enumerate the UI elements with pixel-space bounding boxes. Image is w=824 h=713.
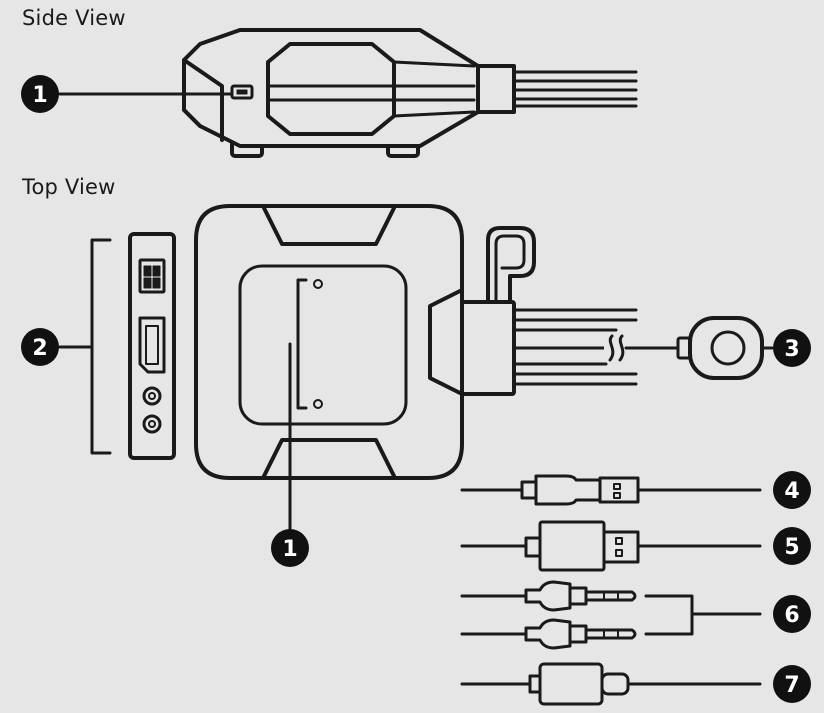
callout-1-top: 1 (271, 529, 309, 567)
svg-text:1: 1 (32, 83, 47, 108)
bracket-2 (90, 238, 112, 455)
svg-text:1: 1 (282, 537, 297, 562)
cable-loop (486, 226, 536, 304)
connector-usb-a-small (460, 474, 762, 506)
callout-5: 5 (773, 527, 811, 565)
callout-4: 4 (773, 471, 811, 509)
connector-usb-a-large (460, 520, 762, 572)
svg-text:5: 5 (784, 535, 799, 560)
side-strain-relief (472, 64, 516, 114)
svg-text:7: 7 (784, 673, 799, 698)
side-usb-port (230, 84, 254, 100)
callout-7: 7 (773, 665, 811, 703)
remote-switch (676, 316, 764, 380)
svg-text:4: 4 (784, 479, 799, 504)
display-port (138, 316, 166, 374)
device-body (194, 204, 464, 480)
top-view-device (194, 204, 516, 480)
side-view-title: Side View (22, 6, 126, 30)
top-cables (512, 308, 692, 386)
audio-jack-2 (142, 414, 162, 434)
top-view-title: Top View (22, 175, 116, 199)
right-bump (428, 288, 464, 396)
side-view-device (182, 28, 638, 158)
callout-1-side: 1 (21, 75, 59, 113)
audio-jack-1 (142, 386, 162, 406)
top-notch (262, 206, 396, 246)
side-left-panel (182, 58, 224, 142)
side-center-octagon (266, 42, 396, 136)
usb-a-dual-port (138, 258, 166, 294)
svg-text:6: 6 (784, 603, 799, 628)
connector-usb-c (460, 662, 762, 706)
svg-text:2: 2 (32, 336, 47, 361)
callout-3: 3 (773, 329, 811, 367)
side-body (182, 28, 480, 148)
bottom-notch (262, 438, 396, 478)
callout-6: 6 (773, 595, 811, 633)
svg-text:3: 3 (784, 337, 799, 362)
card-slot (296, 278, 308, 410)
side-cables (510, 70, 638, 108)
top-strain-relief (460, 300, 516, 396)
inner-panel (238, 264, 408, 426)
port-panel (128, 232, 176, 460)
connector-audio-pair (460, 580, 762, 650)
callout-2: 2 (21, 328, 59, 366)
